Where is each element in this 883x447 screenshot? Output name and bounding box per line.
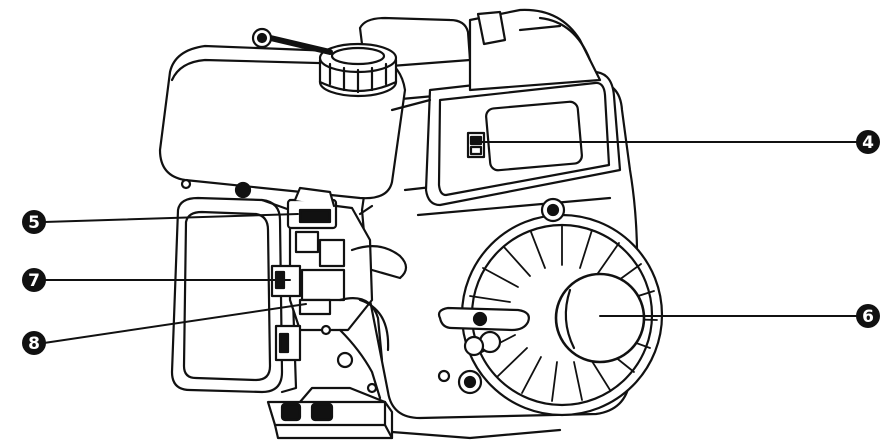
callout-5: 5 (22, 210, 46, 234)
callout-4-label: 4 (862, 133, 874, 153)
callout-8: 8 (22, 331, 46, 355)
air-cleaner (170, 178, 298, 394)
upper-cover (424, 70, 622, 207)
leader-line-8 (43, 303, 307, 344)
base-plate (266, 386, 562, 440)
housing-bolts (437, 197, 566, 395)
fuel-cap (318, 42, 398, 98)
callout-4: 4 (856, 130, 880, 154)
recoil-starter (460, 213, 664, 417)
callout-5-label: 5 (28, 213, 40, 233)
governor-linkage (320, 297, 390, 400)
leader-line-5 (43, 213, 299, 223)
callout-7-label: 7 (28, 271, 40, 291)
carburetor (270, 186, 408, 362)
callout-7: 7 (22, 268, 46, 292)
callout-6-label: 6 (862, 307, 874, 327)
leader-lines (43, 141, 859, 344)
cylinder-head (358, 8, 602, 92)
callout-6: 6 (856, 304, 880, 328)
starter-handle (437, 306, 530, 354)
throttle-lever (251, 27, 333, 55)
callout-8-label: 8 (28, 334, 40, 354)
